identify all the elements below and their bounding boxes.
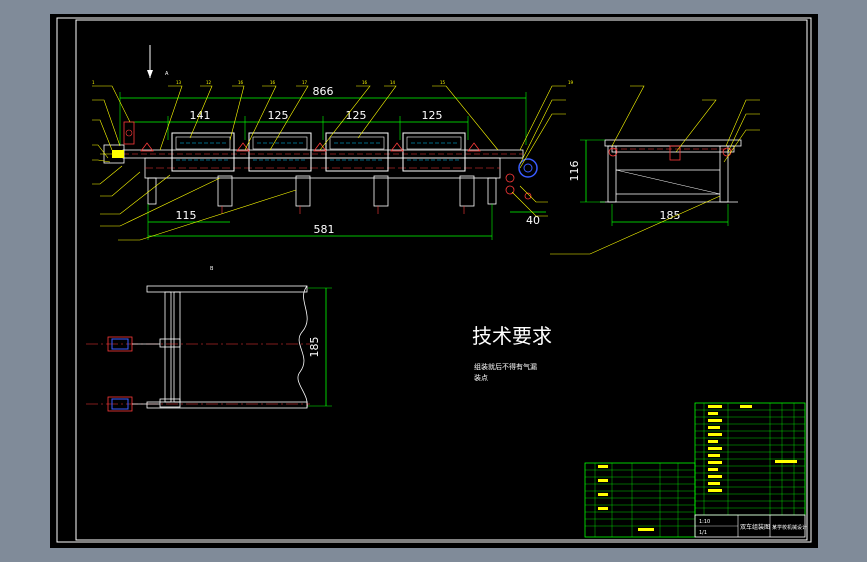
dim-plan-height: 185 [308, 337, 321, 358]
carriage-3 [325, 132, 389, 172]
side-view: 116 185 [550, 85, 760, 255]
technical-requirements: 技术要求 组装就后不得有气漏 装点 [472, 324, 552, 382]
svg-text:1: 1 [92, 80, 95, 85]
dim-seg-first: 141 [190, 109, 211, 122]
parts-list-table [694, 402, 806, 516]
svg-text:19: 19 [568, 80, 574, 85]
outer-frame [56, 17, 812, 543]
tech-title: 技术要求 [472, 324, 552, 348]
svg-text:14: 14 [390, 80, 396, 85]
view-label-a: A [165, 71, 169, 77]
svg-text:16: 16 [238, 80, 244, 85]
plan-view: B 185 [86, 266, 332, 412]
title-block-drawing-name: 双车组装图 [740, 523, 770, 531]
dim-seg-second: 125 [268, 109, 289, 122]
dim-right-offset: 40 [526, 214, 540, 227]
title-block: 1:10 1/1 双车组装图 某学校机械设计 [694, 514, 807, 538]
title-block-company: 某学校机械设计 [772, 524, 807, 531]
svg-text:13: 13 [176, 80, 182, 85]
dim-overall: 866 [313, 85, 334, 98]
dim-seg-fourth: 125 [422, 109, 443, 122]
dim-left-offset: 115 [176, 209, 197, 222]
carriage-4 [402, 132, 466, 172]
dim-side-height: 116 [568, 161, 581, 182]
title-block-sheet: 1/1 [699, 530, 707, 536]
carriage-2 [248, 132, 312, 172]
svg-text:16: 16 [362, 80, 368, 85]
tech-note-2: 装点 [474, 373, 488, 382]
revision-table [584, 462, 696, 538]
drawing-sheet [50, 14, 818, 548]
dim-seg-third: 125 [346, 109, 367, 122]
title-block-scale: 1:10 [699, 519, 710, 525]
svg-text:12: 12 [206, 80, 212, 85]
inner-frame [75, 19, 808, 541]
carriage-1 [171, 132, 235, 172]
view-label-b: B [210, 266, 214, 272]
front-view: A 866 141 125 125 125 [92, 45, 574, 241]
dim-side-width: 185 [660, 209, 681, 222]
svg-text:15: 15 [440, 80, 446, 85]
svg-text:16: 16 [270, 80, 276, 85]
svg-text:17: 17 [302, 80, 308, 85]
dim-base-length: 581 [314, 223, 335, 236]
tech-note-1: 组装就后不得有气漏 [474, 362, 537, 371]
